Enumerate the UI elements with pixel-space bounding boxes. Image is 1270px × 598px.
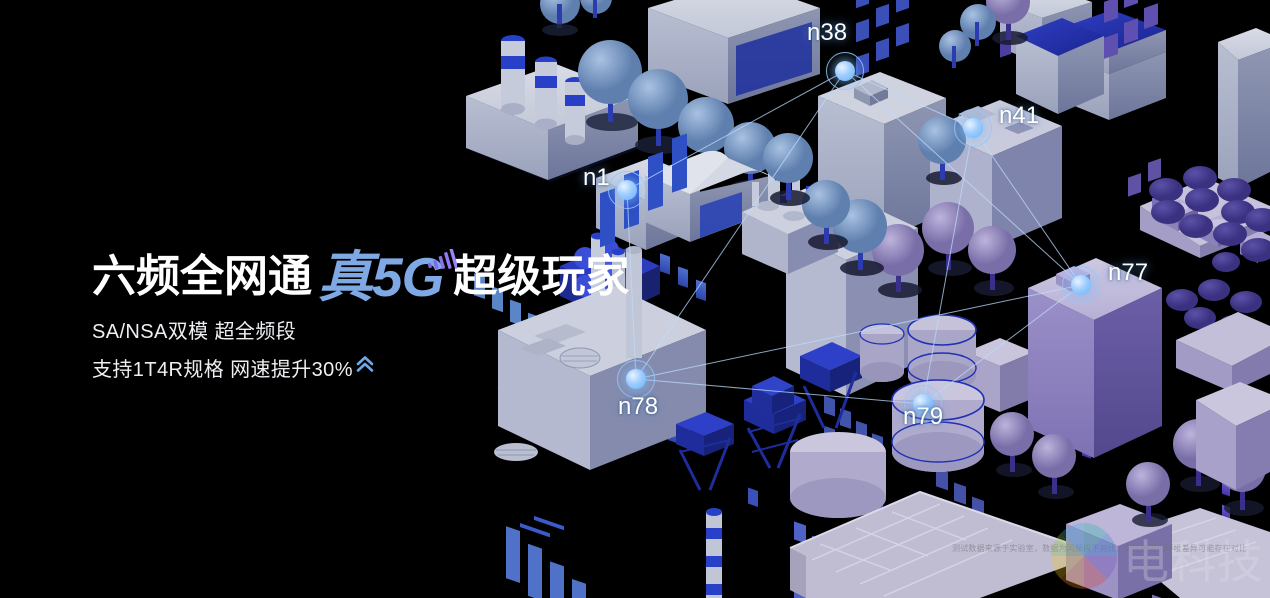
node-ring-icon [954,109,992,147]
node-label: n78 [618,393,659,420]
watermark-text: 电科技 [1123,535,1264,588]
node-ring-icon [1062,266,1100,304]
node-dot-icon [617,180,637,200]
node-ring-icon [617,360,655,398]
disclaimer-text: 测试数据来源于实验室，数据为同频段下对比，实际使用因环境差异可能存在对比 [952,543,1252,554]
headline-brand-5g: 真5G [318,246,444,308]
node-ring-icon [826,52,864,90]
node-ring-icon [904,385,942,423]
headline-prefix: 六频全网通 [92,251,312,301]
headline-suffix: 超级玩家 [453,251,630,301]
node-label: n77 [1108,259,1149,286]
subtitle-line-2-row: 支持1T4R规格 网速提升30% [92,353,562,382]
node-label: n38 [807,19,848,46]
node-label: n79 [903,403,944,430]
node-dot-icon [835,61,855,81]
node-dot-icon [1071,275,1091,295]
node-ring-icon [608,171,646,209]
node-label: n41 [999,102,1040,129]
subtitle-line-2: 支持1T4R规格 网速提升30% [92,358,353,381]
promo-copy-block: 六频全网通 真5G 超级玩家 SA/NSA双模 超全频段 支持1T4R规格 网速… [92,248,629,382]
pinwheel-logo-icon [1049,521,1119,596]
node-dot-icon [913,394,933,414]
double-chevron-up-icon [356,354,374,380]
watermark: 电科技 [1049,521,1264,596]
page-title: 六频全网通 真5G 超级玩家 [92,248,629,304]
node-dot-icon [963,118,983,138]
node-dot-icon [626,369,646,389]
node-label: n1 [583,164,610,191]
subtitle-line-1: SA/NSA双模 超全频段 [92,320,297,343]
